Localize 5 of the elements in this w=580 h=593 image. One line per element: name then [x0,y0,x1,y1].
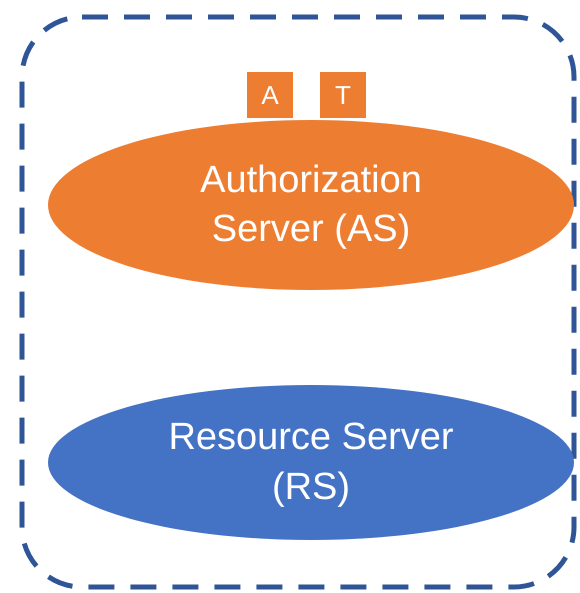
dashed-group-box [20,15,576,589]
letter-box: A [245,70,295,120]
server-ellipse: Resource Server (RS) [48,385,574,540]
letter-box: T [318,70,368,120]
server-ellipse: Authorization Server (AS) [48,120,574,290]
